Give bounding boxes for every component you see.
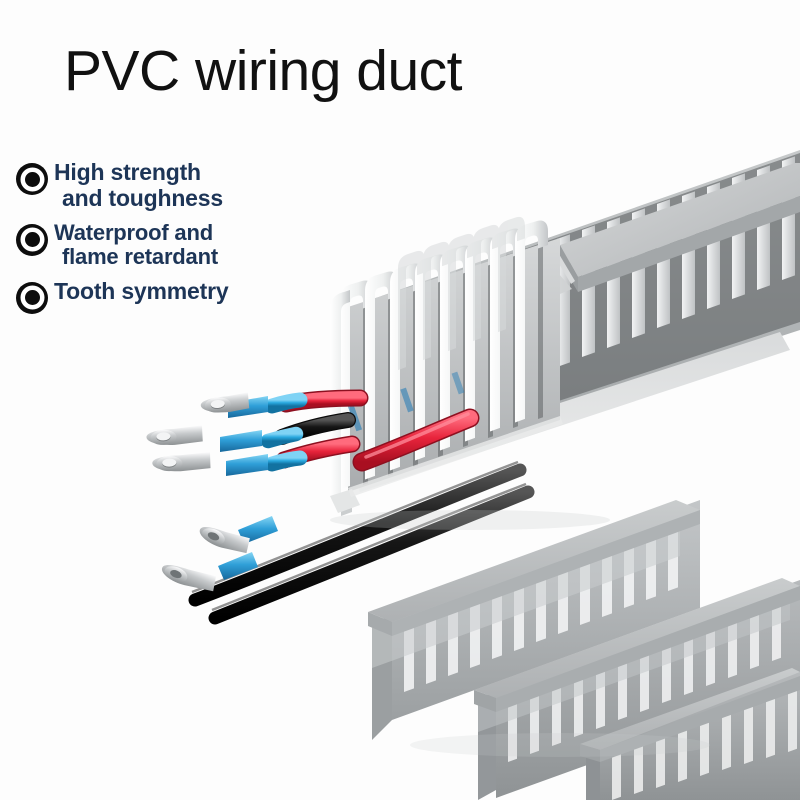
small-duct-1	[368, 500, 700, 740]
feature-label-waterproof: Waterproof and flame retardant	[54, 219, 218, 270]
bullseye-icon	[16, 163, 48, 195]
ring-terminal-lug	[146, 392, 250, 472]
bullseye-icon	[16, 223, 48, 256]
small-duct-3	[580, 668, 800, 800]
small-duct-2	[474, 578, 800, 800]
feature-item-waterproof: Waterproof and flame retardant	[16, 219, 316, 270]
small-duct-3-cover	[580, 668, 800, 750]
main-duct-inner-teeth	[398, 216, 525, 371]
cable-assembly	[146, 389, 535, 625]
feature-item-tooth-symmetry: Tooth symmetry	[16, 277, 316, 319]
page-title: PVC wiring duct	[64, 39, 463, 103]
main-duct	[330, 150, 800, 516]
small-duct-2-cover	[474, 578, 800, 698]
feature-item-high-strength: High strength and toughness	[16, 159, 316, 212]
feature-list: High strength and toughness Waterproof a…	[16, 159, 316, 328]
ring-terminal-lug-lower	[161, 516, 278, 592]
feature-label-high-strength: High strength and toughness	[54, 159, 223, 211]
bullseye-icon	[16, 281, 48, 314]
feature-label-tooth-symmetry: Tooth symmetry	[54, 277, 229, 304]
small-duct-1-cover	[368, 500, 700, 622]
